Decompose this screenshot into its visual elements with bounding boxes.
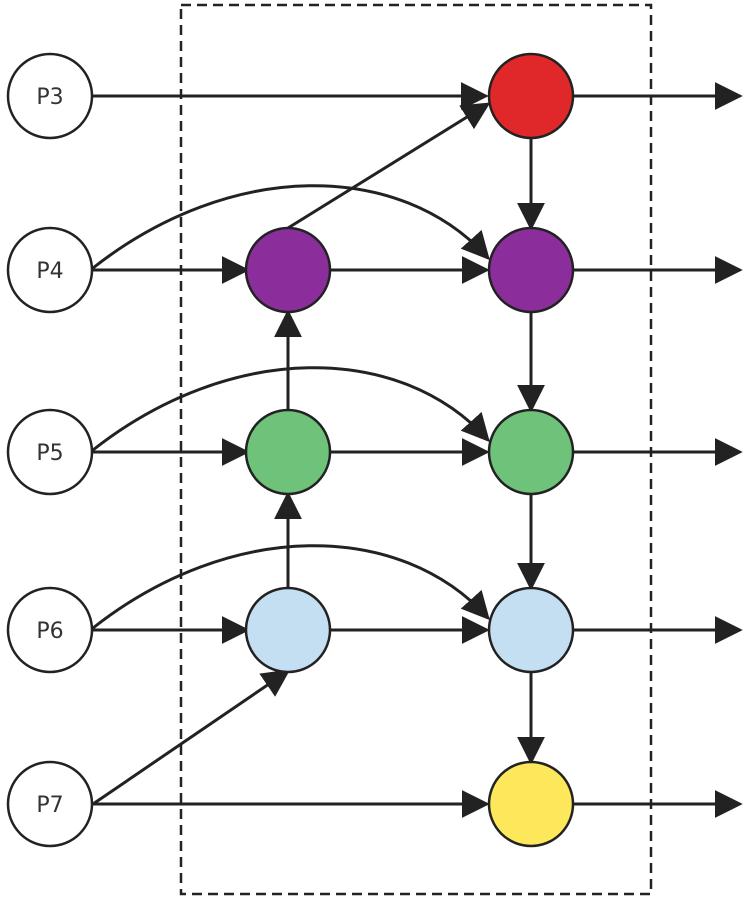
green-out-node <box>487 408 575 496</box>
light-blue-mid-node <box>244 586 332 674</box>
light-blue-out-node <box>487 586 575 674</box>
edge-p7-to-blue-mid <box>92 669 291 806</box>
input-node-p6-label: P6 <box>36 619 63 644</box>
input-node-p4: P4 <box>6 226 94 314</box>
input-node-p5-circle <box>6 408 94 496</box>
edge-purple-mid-to-red <box>287 102 491 230</box>
red-out-node <box>487 52 575 140</box>
middle-nodes <box>244 226 332 674</box>
input-node-p3-circle <box>6 52 94 140</box>
green-mid-node <box>244 408 332 496</box>
input-node-p6: P6 <box>6 586 94 674</box>
input-node-p4-circle <box>6 226 94 314</box>
yellow-out-node <box>487 760 575 848</box>
input-node-p5: P5 <box>6 408 94 496</box>
input-node-p3: P3 <box>6 52 94 140</box>
input-nodes: P3 P4 P5 P6 P7 <box>6 52 94 848</box>
purple-out-node <box>487 226 575 314</box>
edge-p6-curve-to-blue-out <box>92 544 490 630</box>
purple-mid-node <box>244 226 332 314</box>
input-node-p7: P7 <box>6 760 94 848</box>
input-node-p3-label: P3 <box>36 85 63 110</box>
dashed-frame <box>179 3 653 896</box>
output-nodes <box>487 52 575 848</box>
input-node-p7-label: P7 <box>36 793 63 818</box>
input-node-p7-circle <box>6 760 94 848</box>
edge-p4-curve-to-purple-out <box>92 184 490 270</box>
edge-p5-curve-to-green-out <box>92 366 490 452</box>
input-node-p4-label: P4 <box>36 259 63 284</box>
input-node-p6-circle <box>6 586 94 674</box>
edges <box>92 82 743 818</box>
input-node-p5-label: P5 <box>36 441 63 466</box>
